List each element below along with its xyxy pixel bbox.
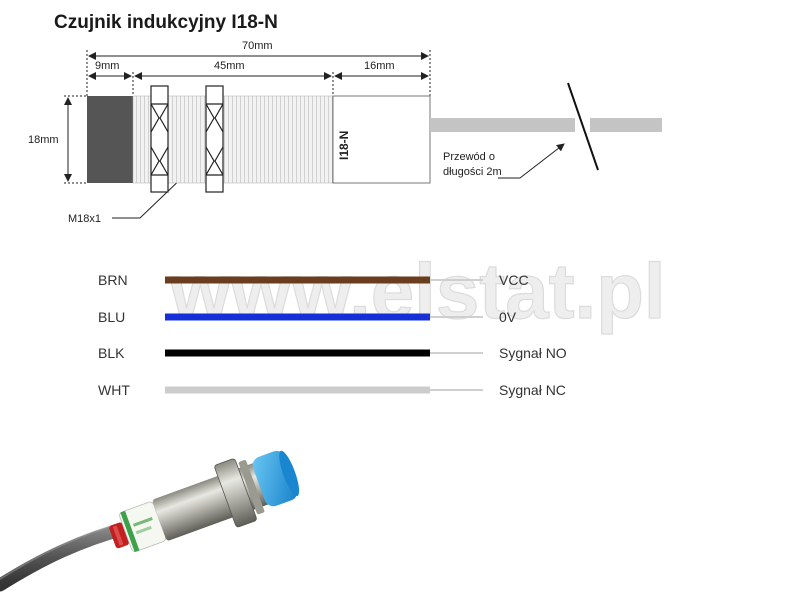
thread-spec-label: M18x1 (68, 213, 101, 225)
sensor-body (332, 95, 431, 184)
wire-signal-no: Sygnał NO (499, 345, 567, 361)
photo-nut (214, 458, 257, 528)
dimension-lines (64, 50, 431, 219)
wire-code-wht: WHT (98, 382, 130, 398)
cable-segment (430, 118, 575, 132)
diagram-title: Czujnik indukcyjny I18-N (54, 12, 278, 33)
dim-head-label: 9mm (95, 60, 119, 72)
wire-code-brn: BRN (98, 272, 128, 288)
cable-note-line-1: Przewód o (443, 151, 495, 163)
wire-signal-0v: 0V (499, 309, 517, 325)
sensor-marking: I18-N (337, 131, 351, 160)
wire-signal-nc: Sygnał NC (499, 382, 566, 398)
dim-diameter-label: 18mm (28, 134, 59, 146)
wire-code-blu: BLU (98, 309, 125, 325)
dim-total-label: 70mm (242, 40, 273, 52)
wire-signal-vcc: VCC (499, 272, 529, 288)
cable-note-line-2: długości 2m (443, 166, 502, 178)
sensor-head (87, 96, 133, 183)
nut-rear (205, 85, 224, 193)
cable-break-mark (567, 82, 599, 171)
wire-code-blk: BLK (98, 345, 125, 361)
cable-end (590, 118, 662, 132)
dim-body-label: 16mm (364, 60, 395, 72)
wiring-legend (165, 276, 483, 394)
sensor-photo (0, 450, 300, 592)
photo-cable (0, 521, 135, 592)
dim-thread-label: 45mm (214, 60, 245, 72)
sensor-drawing: I18-N (87, 82, 662, 193)
watermark: www.elstat.pl (169, 247, 666, 335)
nut-front (150, 85, 169, 193)
